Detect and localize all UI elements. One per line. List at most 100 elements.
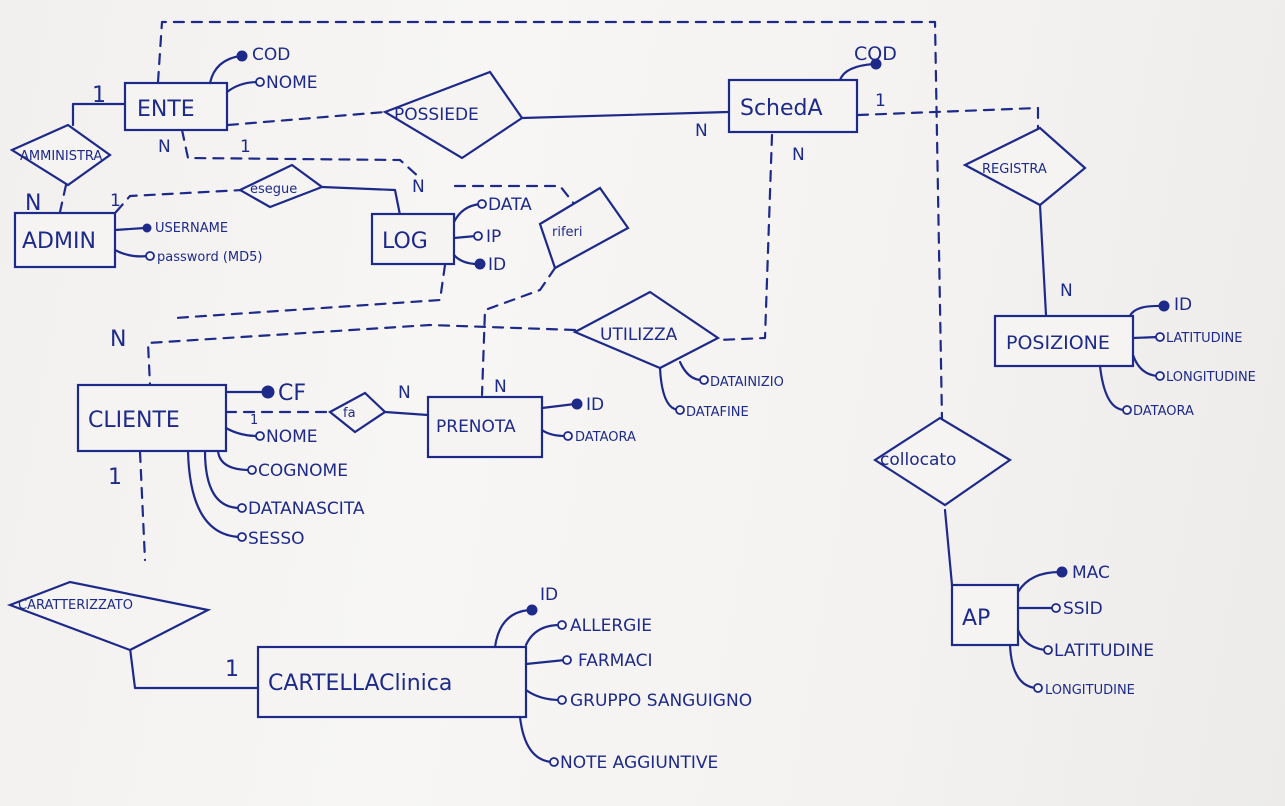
- rel-possiede-label: POSSIEDE: [394, 105, 479, 125]
- rel-amministra: [9, 123, 112, 187]
- cartella-attr-id: ID: [540, 585, 558, 605]
- ap-attr-longitudine-icon: [1033, 683, 1043, 693]
- card-ente-amministra: 1: [92, 83, 106, 108]
- admin-attr-password: password (MD5): [157, 250, 263, 265]
- entity-cartella-clinica: [256, 645, 528, 719]
- ente-attr-nome: NOME: [266, 73, 318, 93]
- posizione-attr-id-link: [1128, 304, 1164, 318]
- rel-caratterizzato: [6, 580, 212, 652]
- card-ente-log: N: [158, 137, 171, 157]
- admin-attr-username-key-icon: [142, 223, 152, 233]
- cliente-attr-cognome-link: [216, 449, 252, 472]
- cliente-attr-datanascita: DATANASCITA: [248, 499, 365, 519]
- posizione-attr-latitudine: LATITUDINE: [1166, 331, 1242, 346]
- card-log-esegue: N: [412, 177, 425, 197]
- rel-possiede: [382, 70, 524, 160]
- entity-scheda-label: SchedA: [740, 96, 823, 121]
- cliente-attr-sesso-icon: [237, 532, 247, 542]
- log-attr-data-icon: [477, 199, 487, 209]
- entity-prenota: [426, 395, 544, 459]
- rel-esegue: [237, 163, 325, 209]
- ap-attr-ssid-icon: [1051, 603, 1061, 613]
- utilizza-attr-datainizio-icon: [699, 375, 709, 385]
- ente-attr-cod: COD: [252, 45, 290, 65]
- entity-cartella-clinica-label: CARTELLAClinica: [268, 671, 452, 696]
- entity-prenota-label: PRENOTA: [436, 417, 516, 437]
- cartella-attr-gruppo-icon: [557, 695, 567, 705]
- cartella-attr-allergie-link: [524, 623, 562, 647]
- connector-registra-posizione: [1038, 203, 1048, 317]
- cartella-attr-farmaci: FARMACI: [578, 651, 653, 671]
- cliente-attr-nome: NOME: [266, 427, 318, 447]
- connector-collocato-ap: [943, 508, 954, 587]
- ap-attr-ssid: SSID: [1063, 599, 1103, 619]
- ap-attr-longitudine: LONGITUDINE: [1045, 683, 1135, 698]
- log-attr-data-link: [452, 202, 482, 224]
- rel-fa: [328, 391, 387, 434]
- connector-log-riferi: [453, 184, 577, 207]
- log-attr-id-key-icon: [474, 258, 486, 270]
- cartella-attr-note-aggiuntive: NOTE AGGIUNTIVE: [560, 753, 718, 773]
- cliente-attr-sesso-link: [186, 449, 242, 539]
- prenota-attr-dataora-link: [540, 428, 568, 438]
- cliente-attr-cognome-icon: [247, 465, 257, 475]
- card-registra-posizione: N: [1060, 281, 1073, 301]
- cliente-attr-sesso: SESSO: [248, 529, 305, 549]
- card-cliente-caratterizzato: 1: [108, 465, 122, 490]
- card-caratterizzato-cartella: 1: [225, 657, 239, 682]
- card-ente-log-one: 1: [240, 137, 251, 157]
- cliente-attr-nome-link: [224, 426, 260, 438]
- prenota-attr-id-link: [540, 402, 577, 410]
- entity-admin-label: ADMIN: [22, 229, 96, 254]
- rel-riferi-label: riferi: [552, 225, 583, 240]
- connector-ente-log: [180, 128, 422, 180]
- scheda-attr-cod-link: [838, 62, 876, 82]
- cartella-attr-allergie-icon: [557, 620, 567, 630]
- connector-caratterizzato-cartella: [128, 646, 260, 690]
- prenota-attr-dataora: DATAORA: [575, 430, 636, 445]
- connector-utilizza-cliente: [146, 323, 577, 387]
- cartella-attr-allergie: ALLERGIE: [570, 616, 652, 636]
- entity-log: [370, 212, 456, 266]
- cliente-attr-nome-icon: [255, 431, 265, 441]
- connector-scheda-registra: [856, 106, 1040, 130]
- card-cliente-fa: 1: [250, 413, 258, 428]
- scheda-attr-cod: COD: [854, 43, 897, 65]
- connector-log-loop: [173, 263, 447, 320]
- posizione-attr-latitudine-link: [1131, 335, 1160, 340]
- card-admin-esegue: 1: [110, 191, 121, 211]
- posizione-attr-dataora: DATAORA: [1133, 404, 1194, 419]
- posizione-attr-longitudine: LONGITUDINE: [1166, 370, 1256, 385]
- rel-collocato-label: collocato: [880, 450, 956, 470]
- posizione-attr-longitudine-icon: [1155, 371, 1165, 381]
- entity-scheda: [727, 78, 859, 134]
- cartella-attr-gruppo-link: [524, 688, 562, 702]
- prenota-attr-dataora-icon: [563, 431, 573, 441]
- log-attr-data: DATA: [488, 195, 532, 215]
- rel-utilizza-label: UTILIZZA: [600, 325, 678, 345]
- entity-posizione: [993, 314, 1135, 368]
- log-attr-ip: IP: [486, 227, 501, 247]
- prenota-attr-id-key-icon: [571, 398, 583, 410]
- admin-attr-password-link: [113, 248, 150, 258]
- rel-utilizza: [572, 290, 721, 370]
- prenota-attr-id: ID: [586, 395, 604, 415]
- connector-esegue-log: [320, 185, 402, 217]
- ap-attr-mac-key-icon: [1056, 566, 1068, 578]
- ente-attr-nome-icon: [255, 77, 265, 87]
- cliente-attr-datanascita-icon: [237, 503, 247, 513]
- connector-ente-collocato: [156, 20, 944, 422]
- rel-registra: [962, 126, 1087, 207]
- admin-attr-username-link: [113, 226, 147, 232]
- card-cliente-top: N: [110, 327, 126, 352]
- admin-attr-username: USERNAME: [155, 221, 228, 236]
- connector-admin-esegue: [114, 188, 245, 214]
- posizione-attr-dataora-link: [1098, 364, 1127, 412]
- rel-riferi: [538, 186, 630, 270]
- rel-registra-label: REGISTRA: [982, 162, 1047, 177]
- entity-ap-label: AP: [962, 606, 990, 631]
- card-scheda-registra: 1: [875, 91, 886, 111]
- card-possiede-scheda: N: [695, 121, 708, 141]
- ap-attr-longitudine-link: [1008, 643, 1038, 690]
